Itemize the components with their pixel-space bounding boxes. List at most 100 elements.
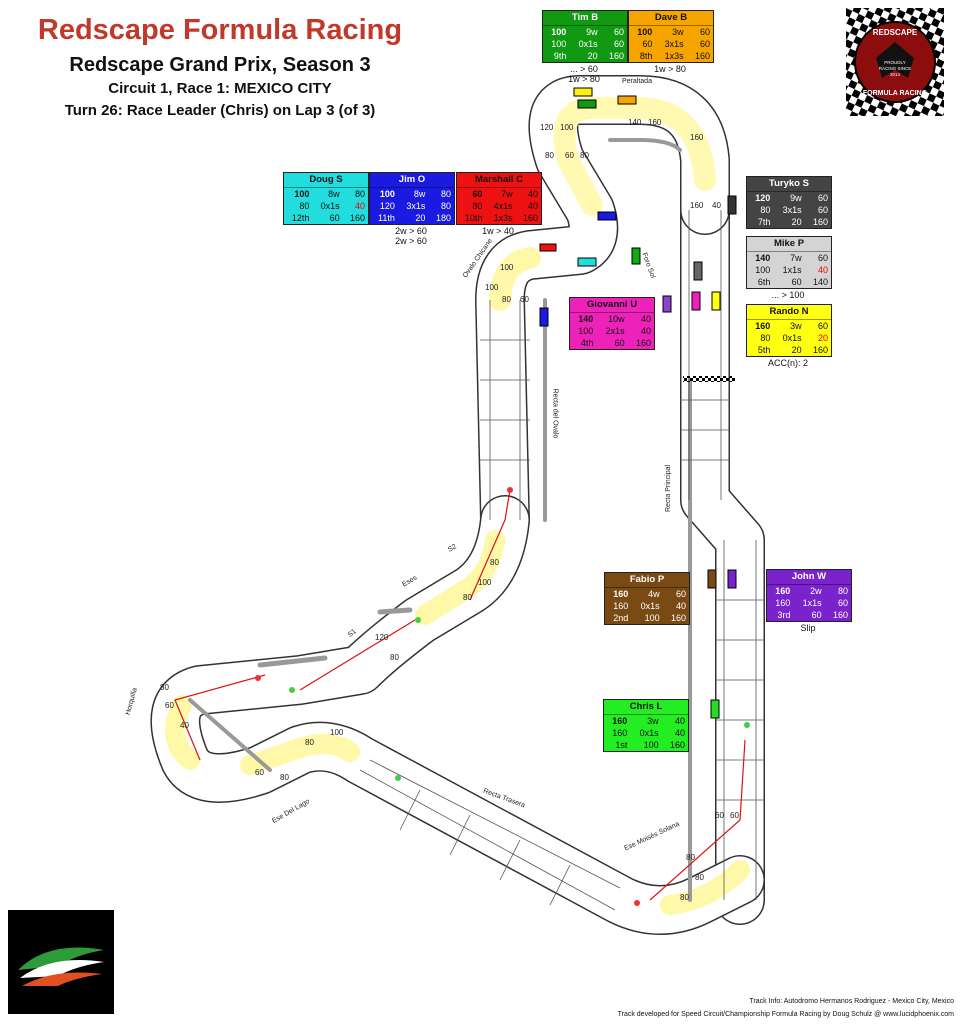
driver-stat: 80: [760, 205, 771, 215]
driver-stat: 80: [440, 189, 451, 199]
driver-stat: 60: [811, 610, 822, 620]
driver-stat: 60: [642, 39, 653, 49]
driver-stat: 2nd: [613, 613, 629, 623]
driver-stat: 60: [817, 193, 828, 203]
driver-stat: 60: [613, 27, 624, 37]
driver-note: ... > 100: [771, 290, 805, 300]
driver-stat: 8w: [413, 189, 426, 199]
driver-stat: 11th: [378, 213, 395, 223]
speed-mark-layer: 80 60 80 120 100 140 160 160 40 160 100 80 60 100 80 10…: [160, 118, 739, 902]
driver-stat: 1x3s: [664, 51, 684, 61]
driver-stat: 100: [643, 740, 659, 750]
driver-stat: 160: [669, 740, 685, 750]
driver-stat: 4x1s: [493, 201, 513, 211]
speed-mark: 100: [500, 263, 514, 272]
driver-name: Mike P: [747, 237, 831, 252]
speed-mark: 80: [390, 653, 399, 662]
speed-mark: 160: [690, 133, 704, 142]
driver-stat: 2x1s: [605, 326, 625, 336]
driver-stat: 160: [694, 51, 710, 61]
label-recta-principal: Recta Principal: [665, 464, 673, 513]
turn-line: Turn 26: Race Leader (Chris) on Lap 3 (o…: [64, 102, 376, 119]
driver-stat: 0x1s: [320, 201, 340, 211]
speed-mark: 80: [463, 593, 472, 602]
driver-name: Tim B: [543, 11, 627, 26]
speed-mark: 80: [502, 295, 511, 304]
driver-stat: 100: [551, 39, 567, 49]
driver-stat: 2w: [810, 586, 822, 596]
speed-mark: 40: [712, 201, 721, 210]
driver-stat: 0x1s: [578, 39, 598, 49]
driver-stat: 160: [635, 338, 651, 348]
driver-stat: 3x1s: [406, 201, 426, 211]
driver-stat: 160: [349, 213, 365, 223]
driver-stat: 100: [294, 189, 310, 199]
speed-mark: 80: [280, 773, 289, 782]
driver-stat: 160: [832, 610, 848, 620]
driver-stat: 160: [755, 321, 771, 331]
driver-stat: 60: [613, 39, 624, 49]
driver-stat: 20: [587, 51, 598, 61]
bird-logo: [8, 910, 114, 1014]
driver-stat: 60: [817, 321, 828, 331]
driver-note: Slip: [800, 623, 816, 633]
speed-mark: 80: [160, 683, 169, 692]
speed-mark: 60: [165, 701, 174, 710]
season-title: Redscape Grand Prix, Season 3: [69, 54, 371, 76]
driver-name: Jim O: [370, 173, 454, 188]
driver-stat: 3w: [790, 321, 802, 331]
driver-stat: 10th: [464, 213, 483, 223]
speed-mark: 140: [628, 118, 642, 127]
driver-stat: 40: [817, 265, 828, 275]
speed-mark: 80: [305, 738, 314, 747]
driver-stat: 1x1s: [802, 598, 822, 608]
driver-stat: 60: [329, 213, 340, 223]
driver-stat: 160: [613, 589, 629, 599]
driver-stat: 20: [817, 333, 828, 343]
driver-name: Fabio P: [605, 573, 689, 588]
league-title: Redscape Formula Racing: [37, 14, 403, 46]
driver-name: Rando N: [747, 305, 831, 320]
driver-stat: 80: [440, 201, 451, 211]
driver-name: Turyko S: [747, 177, 831, 192]
driver-stat: 9w: [586, 27, 598, 37]
speed-mark: 80: [490, 558, 499, 567]
driver-stat: 60: [472, 189, 483, 199]
speed-mark: 120: [375, 633, 389, 642]
driver-stat: 40: [354, 201, 365, 211]
driver-note: ACC(n): 2: [767, 358, 808, 368]
driver-stat: 100: [755, 265, 771, 275]
track-info: Track Info: Autodromo Hermanos Rodriguez…: [749, 998, 954, 1005]
driver-stat: 160: [522, 213, 538, 223]
driver-stat: 140: [812, 277, 828, 287]
driver-stat: 140: [578, 314, 594, 324]
driver-stat: 80: [472, 201, 483, 211]
race-line: Circuit 1, Race 1: MEXICO CITY: [108, 80, 332, 97]
driver-stat: 1x1s: [782, 265, 802, 275]
race-cars: [539, 87, 737, 719]
track-credit: Track developed for Speed Circuit/Champi…: [617, 1011, 954, 1018]
redscape-logo: REDSCAPE PROUDLY RACING SINCE 3014 FORMU…: [846, 8, 944, 116]
driver-stat: 12th: [291, 213, 310, 223]
driver-stat: 40: [640, 326, 651, 336]
driver-stat: 0x1s: [640, 601, 660, 611]
driver-stat: 60: [699, 27, 710, 37]
speed-mark: 60: [730, 811, 739, 820]
driver-stat: 80: [299, 201, 310, 211]
speed-mark: 80: [545, 151, 554, 160]
driver-note: ... > 60 1w > 80: [568, 64, 600, 84]
driver-stat: 4th: [580, 338, 594, 348]
speed-mark: 80: [580, 151, 589, 160]
driver-stat: 0x1s: [639, 728, 659, 738]
